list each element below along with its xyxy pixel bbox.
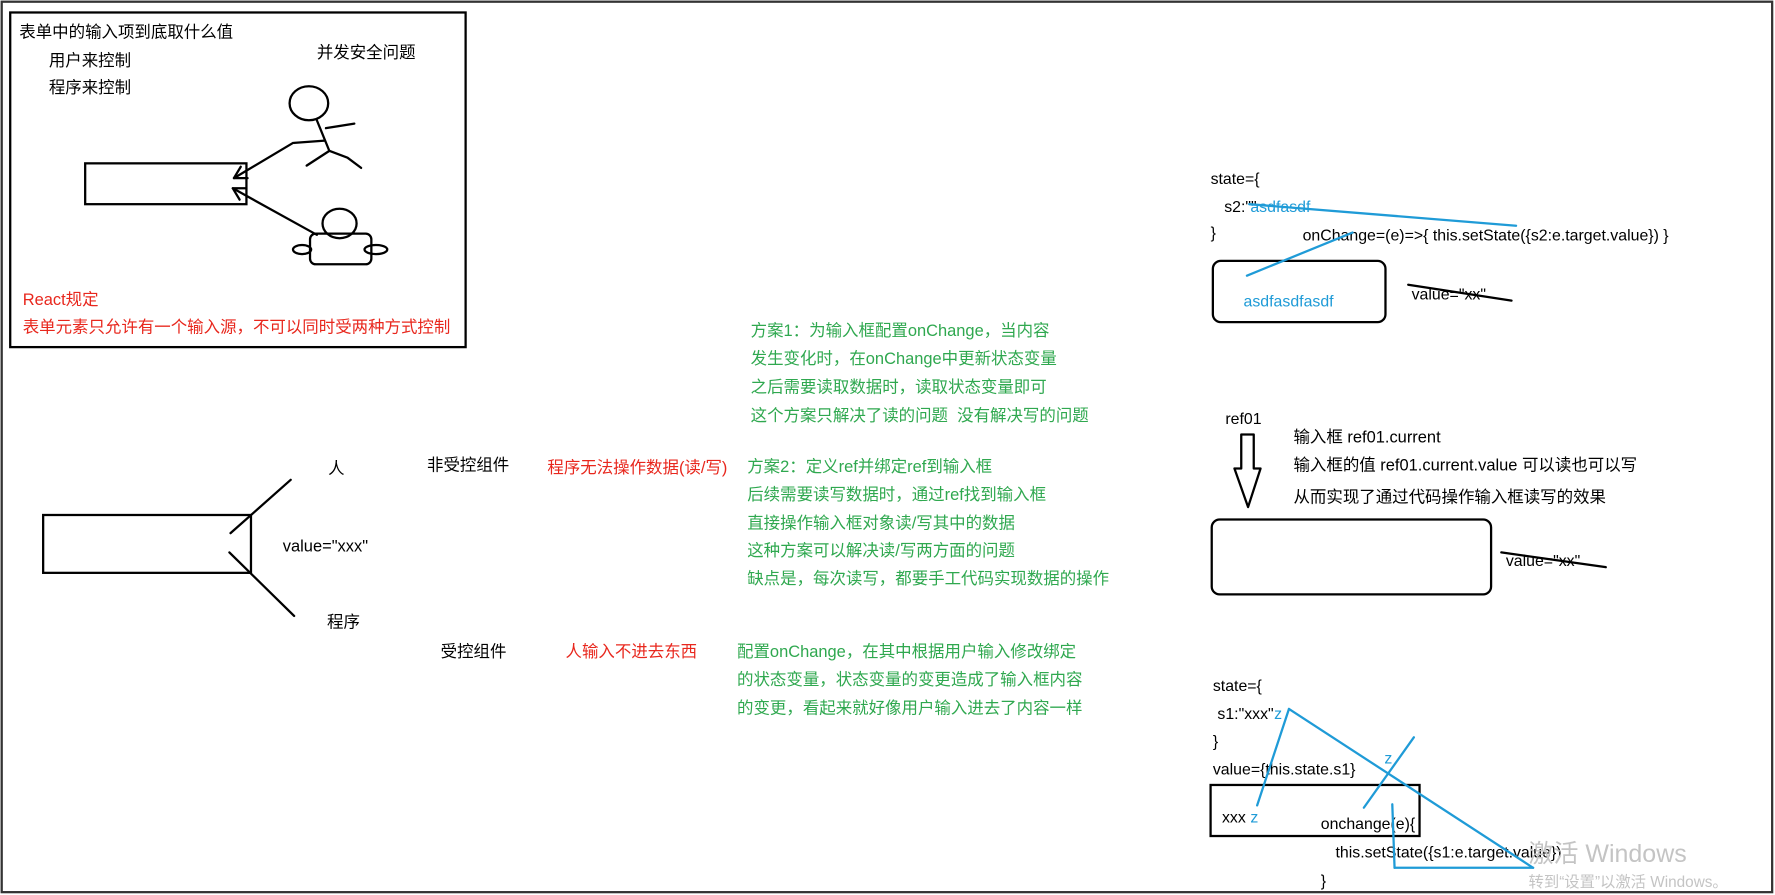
- controlled-problem: 人输入不进去东西: [566, 643, 698, 661]
- panel-question: 表单中的输入项到底取什么值: [19, 23, 233, 41]
- input-to-handler-line: [1245, 231, 1354, 277]
- figure-body: [315, 119, 331, 153]
- ref-note-line: 从而实现了通过代码操作输入框读写的效果: [1293, 489, 1606, 507]
- controlled-explanation-line: 的状态变量，状态变量的变更造成了输入框内容: [737, 671, 1082, 689]
- solution-1-note: 方案1：为输入框配置onChange，当内容 发生变化时，在onChange中更…: [751, 322, 1089, 425]
- code-example-controlled: state={ s1:"xxx" } value={this.state.s1}…: [1209, 678, 1562, 890]
- figure-head: [288, 85, 330, 122]
- handler-vertical-line: [1391, 803, 1396, 869]
- computer-figure-head: [321, 207, 358, 240]
- controlled-explanation-note: 配置onChange，在其中根据用户输入修改绑定 的状态变量，状态变量的变更造成…: [737, 643, 1082, 718]
- value-attribute-label: value="xxx": [283, 537, 368, 555]
- solution-1-line: 发生变化时，在onChange中更新状态变量: [751, 350, 1057, 368]
- solution-2-line: 缺点是，每次读写，都要手工代码实现数据的操作: [747, 570, 1109, 588]
- diagram-input-box: [42, 513, 253, 574]
- state-update-line: [1248, 203, 1518, 227]
- uncontrolled-component-label: 非受控组件: [427, 457, 509, 475]
- solution-1-line: 这个方案只解决了读的问题 没有解决写的问题: [751, 407, 1089, 425]
- program-arrow-shaft: [231, 187, 318, 236]
- uncontrolled-problem: 程序无法操作数据(读/写): [547, 459, 727, 477]
- solution-2-line: 这种方案可以解决读/写两方面的问题: [747, 542, 1015, 560]
- input-box-sketch: [84, 162, 248, 206]
- react-rule-title: React规定: [23, 291, 99, 309]
- ref-name: ref01: [1225, 411, 1261, 428]
- input-source-diagram: 人 value="xxx" 程序 非受控组件 受控组件: [42, 457, 509, 661]
- windows-activation-watermark: 激活 Windows 转到“设置”以激活 Windows。: [1529, 840, 1728, 891]
- controlled-input-box: [1209, 783, 1421, 838]
- controlled-component-label: 受控组件: [441, 643, 507, 661]
- example-1-struck-value: value="xx": [1412, 286, 1486, 303]
- state-open: state={: [1211, 171, 1261, 188]
- example-2-annotations: z z z: [1250, 706, 1392, 826]
- solution-2-note: 方案2：定义ref并绑定ref到输入框 后续需要读写数据时，通过ref找到输入框…: [747, 458, 1109, 588]
- input-typed-char: z: [1250, 809, 1258, 826]
- solution-1-line: 之后需要读取数据时，读取状态变量即可: [751, 378, 1047, 396]
- solution-2-line: 方案2：定义ref并绑定ref到输入框: [747, 458, 992, 476]
- ref-input-box: [1210, 518, 1493, 596]
- panel-frame: [9, 11, 467, 349]
- s1-typed-char: z: [1274, 706, 1282, 723]
- ref-note-line: 输入框的值 ref01.current.value 可以读也可以写: [1293, 457, 1637, 475]
- figure-left-arm: [292, 139, 326, 145]
- controlled-explanation-line: 配置onChange，在其中根据用户输入修改绑定: [737, 643, 1076, 661]
- value-binding: value={this.state.s1}: [1213, 762, 1356, 779]
- example-1-strike-line: [1407, 283, 1513, 302]
- solution-1-line: 方案1：为输入框配置onChange，当内容: [751, 322, 1050, 340]
- program-source-line: [228, 551, 296, 618]
- solution-2-line: 直接操作输入框对象读/写其中的数据: [747, 515, 1015, 533]
- state-s1-value: s1:"xxx": [1217, 706, 1273, 723]
- flow-typed-char: z: [1384, 750, 1392, 767]
- controlled-explanation-line: 的变更，看起来就好像用户输入进去了内容一样: [737, 700, 1082, 718]
- program-source-label: 程序: [327, 613, 360, 631]
- top-concept-panel: 表单中的输入项到底取什么值 用户来控制 程序来控制 并发安全问题: [9, 11, 467, 349]
- ref-strike-line: [1500, 551, 1607, 569]
- person-source-label: 人: [328, 460, 344, 478]
- watermark-title: 激活 Windows: [1529, 840, 1687, 868]
- state-to-input-line: [1256, 707, 1291, 807]
- example-1-input-text: asdfasdfasdf: [1244, 293, 1335, 310]
- example-1-flow-lines: [1245, 203, 1518, 277]
- computer-figure-left-hand: [291, 243, 313, 256]
- computer-figure-right-hand: [363, 243, 389, 256]
- user-input-arrow: [232, 141, 295, 180]
- user-arrow-head: [232, 165, 249, 180]
- figure-right-arm: [324, 122, 356, 130]
- state-close: }: [1213, 733, 1219, 750]
- state-open: state={: [1213, 678, 1263, 695]
- ref-struck-value: value="xx": [1506, 553, 1580, 570]
- solution-2-line: 后续需要读写数据时，通过ref找到输入框: [747, 486, 1046, 504]
- state-to-handler-line: [1287, 707, 1535, 869]
- watermark-subtitle: 转到“设置”以激活 Windows。: [1529, 874, 1728, 891]
- program-input-arrow: [231, 187, 318, 236]
- concurrency-note: 并发安全问题: [317, 44, 416, 62]
- component-problems: 程序无法操作数据(读/写) 人输入不进去东西: [547, 459, 727, 661]
- controlled-input-text: xxx: [1222, 809, 1246, 826]
- option-program-control: 程序来控制: [49, 79, 131, 97]
- figure-right-leg: [328, 149, 363, 170]
- person-stick-figure-icon: [288, 85, 363, 170]
- program-computer-figure-icon: [291, 207, 389, 266]
- person-source-line: [229, 478, 292, 535]
- option-user-control: 用户来控制: [49, 52, 131, 70]
- input-to-handler-line: [1362, 736, 1416, 809]
- ref-example: ref01 输入框 ref01.current 输入框的值 ref01.curr…: [1210, 411, 1637, 596]
- ref-down-arrow-icon: [1233, 433, 1262, 509]
- handler-open: onchange(e){: [1321, 816, 1416, 833]
- user-arrow-shaft: [232, 141, 295, 180]
- ref-note-line: 输入框 ref01.current: [1293, 428, 1441, 446]
- program-arrow-head: [231, 187, 248, 201]
- figure-left-leg: [305, 149, 331, 167]
- code-example-onchange: state={ s2:"" } onChange=(e)=>{ this.set…: [1211, 171, 1670, 324]
- react-rule-text: 表单元素只允许有一个输入源，不可以同时受两种方式控制: [23, 318, 451, 336]
- example-1-input-box: [1211, 259, 1387, 324]
- state-close: }: [1211, 225, 1217, 242]
- react-rule-note: React规定 表单元素只允许有一个输入源，不可以同时受两种方式控制: [23, 291, 451, 336]
- onchange-handler: onChange=(e)=>{ this.setState({s2:e.targ…: [1303, 227, 1670, 244]
- example-2-flow-lines: [1256, 707, 1535, 869]
- handler-close: }: [1321, 873, 1327, 890]
